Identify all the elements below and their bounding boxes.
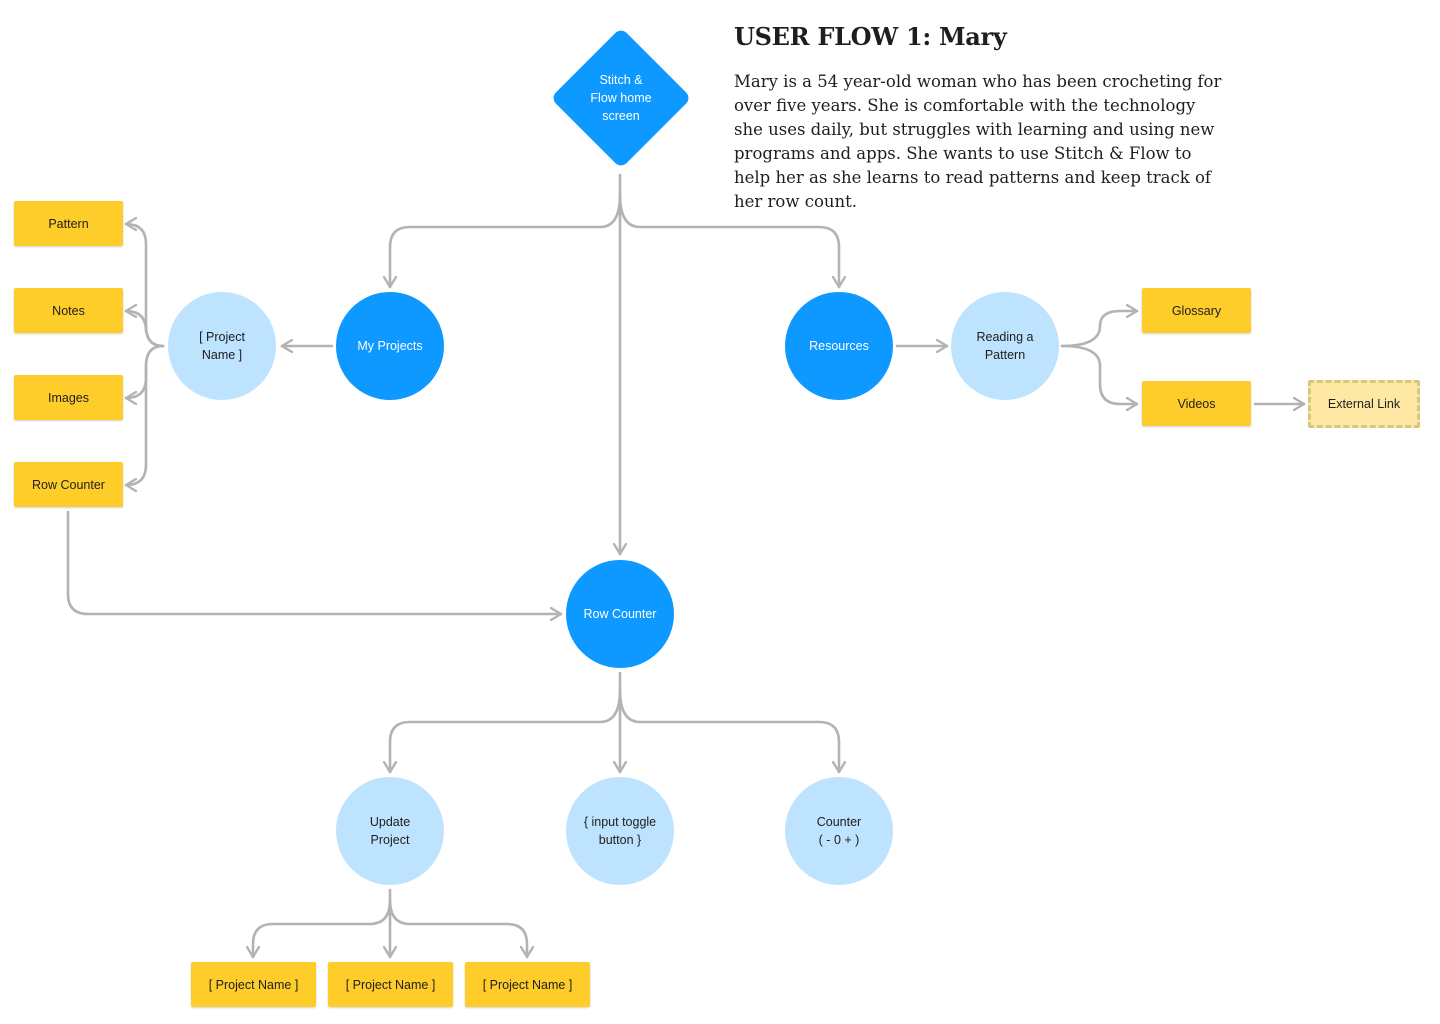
counter-node[interactable]: Counter ( - 0 + )	[785, 777, 893, 885]
row-counter-note[interactable]: Row Counter	[14, 462, 123, 507]
connector-row-counter-to-update	[390, 688, 622, 774]
page-title: USER FLOW 1: Mary	[734, 22, 1007, 51]
connector-update-to-project-left	[253, 898, 392, 959]
reading-pattern-node[interactable]: Reading a Pattern	[951, 292, 1059, 400]
glossary-note[interactable]: Glossary	[1142, 288, 1251, 333]
connector-project-name-to-items	[124, 224, 165, 348]
connector-home-to-my-projects	[390, 193, 622, 289]
connector-update-to-project-right	[388, 898, 527, 959]
row-counter-node[interactable]: Row Counter	[566, 560, 674, 668]
project-name-note-3[interactable]: [ Project Name ]	[465, 962, 590, 1007]
persona-description: Mary is a 54 year-old woman who has been…	[734, 72, 1222, 211]
update-project-node[interactable]: Update Project	[336, 777, 444, 885]
notes-note[interactable]: Notes	[14, 288, 123, 333]
home-screen-label: Stitch & Flow home screen	[590, 73, 652, 123]
project-name-note-2[interactable]: [ Project Name ]	[328, 962, 453, 1007]
connector-reading-to-videos	[1060, 344, 1139, 404]
connector-home-to-resources	[618, 193, 839, 289]
project-name-node[interactable]: [ Project Name ]	[168, 292, 276, 400]
videos-note[interactable]: Videos	[1142, 381, 1251, 426]
pattern-note[interactable]: Pattern	[14, 201, 123, 246]
external-link-note[interactable]: External Link	[1308, 380, 1420, 428]
project-name-note-1[interactable]: [ Project Name ]	[191, 962, 316, 1007]
images-note[interactable]: Images	[14, 375, 123, 420]
resources-node[interactable]: Resources	[785, 292, 893, 400]
home-screen-node[interactable]: Stitch & Flow home screen	[550, 27, 692, 169]
connector-row-counter-item-to-row-counter	[66, 510, 563, 614]
input-toggle-node[interactable]: { input toggle button }	[566, 777, 674, 885]
my-projects-node[interactable]: My Projects	[336, 292, 444, 400]
connector-row-counter-to-counter	[618, 688, 839, 774]
connector-reading-to-glossary	[1060, 311, 1139, 348]
